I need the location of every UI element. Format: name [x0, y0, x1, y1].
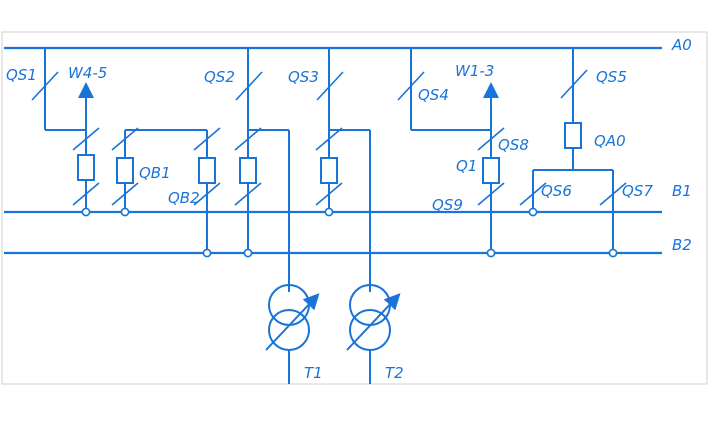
t2-upper-switch — [315, 127, 343, 151]
qb1-upper-switch — [111, 127, 139, 151]
qs4-switch — [397, 71, 425, 101]
qb2-breaker — [198, 157, 216, 184]
qs3-switch — [316, 71, 344, 101]
bus-a0-label: A0 — [671, 36, 692, 54]
qb2-lower-switch — [193, 182, 221, 206]
feeder-t2 — [315, 48, 401, 384]
qb2-upper-switch — [193, 127, 221, 151]
t1-node — [243, 248, 253, 258]
t1-lower-switch — [234, 182, 262, 206]
qs7-switch — [599, 182, 627, 206]
bus-b2-label: B2 — [672, 236, 692, 254]
qb1-lower-switch — [111, 182, 139, 206]
bus-coupler — [111, 127, 221, 258]
t1-winding-lower — [268, 309, 310, 351]
qs9-switch — [477, 182, 505, 206]
label-qb2: QB2 — [168, 189, 200, 207]
label-qs5: QS5 — [596, 68, 627, 86]
drawing-border — [1, 31, 708, 385]
feeder-t1 — [234, 48, 320, 384]
label-qa0: QA0 — [594, 132, 626, 150]
label-w4-5: W4-5 — [68, 64, 107, 82]
t2-node — [324, 207, 334, 217]
label-q1: Q1 — [456, 157, 477, 175]
t2-lower-switch — [315, 182, 343, 206]
label-qs7: QS7 — [622, 182, 653, 200]
qs2-switch — [235, 71, 263, 101]
t2-winding-lower — [349, 309, 391, 351]
feeder-w1-3 — [397, 48, 505, 258]
feeder-w4-5 — [31, 48, 100, 217]
label-t2: T2 — [385, 364, 404, 382]
w4-5-breaker — [77, 154, 95, 181]
label-qs2: QS2 — [204, 68, 235, 86]
qs7-node — [608, 248, 618, 258]
qa0-breaker — [564, 122, 582, 149]
label-qs3: QS3 — [288, 68, 319, 86]
label-qs6: QS6 — [541, 182, 572, 200]
t1-regulation-arrow — [265, 293, 320, 351]
qs5-switch — [560, 69, 588, 99]
w4-5-lower-switch — [72, 182, 100, 206]
label-qs9: QS9 — [432, 196, 463, 214]
qs1-switch — [31, 71, 59, 101]
bus-b1-label: B1 — [672, 182, 692, 200]
label-qs1: QS1 — [6, 66, 37, 84]
t1-breaker — [239, 157, 257, 184]
q1-breaker — [482, 157, 500, 184]
qb2-node — [202, 248, 212, 258]
qs6-node — [528, 207, 538, 217]
bypass-qa0 — [519, 48, 627, 258]
label-qs8: QS8 — [498, 136, 529, 154]
label-qb1: QB1 — [139, 164, 171, 182]
qs8-switch — [477, 127, 505, 151]
w4-5-upper-switch — [72, 127, 100, 151]
t2-regulation-arrow — [346, 293, 401, 351]
t2-breaker — [320, 157, 338, 184]
t1-upper-switch — [234, 127, 262, 151]
qs6-switch — [519, 182, 547, 206]
w1-3-node — [486, 248, 496, 258]
label-w1-3: W1-3 — [455, 62, 494, 80]
qb1-node — [120, 207, 130, 217]
label-qs4: QS4 — [418, 86, 449, 104]
label-t1: T1 — [304, 364, 323, 382]
qb1-breaker — [116, 157, 134, 184]
w4-5-node — [81, 207, 91, 217]
